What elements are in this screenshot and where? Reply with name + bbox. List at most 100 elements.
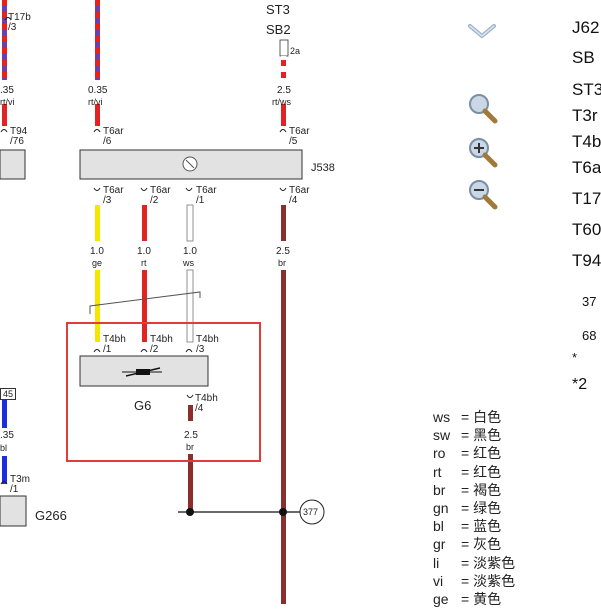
label-wsb-size: 2.5 — [277, 85, 291, 96]
label-t4bh4: T4bh — [195, 393, 218, 404]
fuse-sb2 — [279, 39, 289, 57]
sidebar-label: ST3 — [572, 80, 601, 99]
label-st3: ST3 — [266, 2, 290, 17]
label-t6ar4: T6ar — [289, 185, 310, 196]
legend-equals: = — [461, 518, 474, 535]
label-t6ar5-pin: /5 — [289, 136, 298, 147]
shield-bracket — [89, 291, 201, 314]
ground-ref-circle — [299, 499, 325, 525]
label-t94-pin: /76 — [10, 136, 24, 147]
legend-equals: = — [461, 427, 474, 444]
wire-left-blue-2 — [2, 456, 7, 484]
label-t4bh4-pin: /4 — [195, 403, 204, 414]
label-g266: G266 — [35, 508, 67, 523]
wire-rt-2 — [142, 270, 147, 342]
wire-rt — [142, 205, 147, 241]
sidebar-label: T4b — [572, 132, 601, 151]
label-t6ar2-pin: /2 — [150, 195, 159, 206]
legend-code: vi — [433, 572, 444, 589]
sidebar-number: 68 — [582, 328, 597, 343]
legend-meaning: 褐色 — [473, 481, 502, 498]
legend-meaning: 灰色 — [473, 536, 502, 553]
label-sb2-pin: 2a — [290, 46, 301, 56]
label-t6ar6-pin: /6 — [103, 136, 112, 147]
label-rt-size: 1.0 — [137, 246, 151, 257]
sidebar-number: 37 — [582, 294, 597, 309]
legend-meaning: 红色 — [473, 445, 502, 462]
label-t4bh1: T4bh — [103, 334, 126, 345]
zoom-in-icon[interactable] — [464, 134, 500, 170]
label-w1-size: 0.35 — [88, 85, 108, 96]
chevron-down-icon[interactable] — [464, 12, 500, 48]
legend-code: gr — [433, 536, 446, 553]
sidebar-label: T17 — [572, 189, 601, 208]
label-sb2: SB2 — [266, 22, 291, 37]
legend-equals: = — [461, 481, 474, 498]
label-ge-size: 1.0 — [90, 246, 104, 257]
sidebar-label: J62 — [572, 18, 600, 37]
legend-row: gr = 灰色 — [433, 534, 501, 554]
label-ws-color: ws — [183, 258, 194, 268]
zoom-icon[interactable] — [464, 90, 500, 126]
label-ws-size: 1.0 — [183, 246, 197, 257]
legend-meaning: 蓝色 — [473, 518, 502, 535]
label-bl-size: .35 — [0, 430, 14, 441]
label-t6ar4-pin: /4 — [289, 195, 298, 206]
label-left-size: .35 — [0, 85, 14, 96]
label-wsb-color: rt/ws — [272, 97, 291, 107]
label-ge-color: ge — [92, 258, 103, 268]
legend-equals: = — [461, 572, 474, 589]
label-t6ar1-pin: /1 — [196, 195, 205, 206]
legend-meaning: 红色 — [473, 463, 502, 480]
wire-ws — [186, 204, 194, 242]
wire-red-j538-6 — [95, 104, 100, 126]
legend-code: ro — [433, 445, 446, 462]
wire-g6-br — [188, 405, 193, 421]
label-w1-color: rt/vi — [88, 97, 103, 107]
label-t94: T94 — [10, 126, 28, 137]
label-rt-color: rt — [141, 258, 147, 268]
legend-equals: = — [461, 463, 474, 480]
wire-ge-2 — [95, 270, 100, 342]
label-left-color: rt/vi — [0, 97, 15, 107]
legend-equals: = — [461, 591, 474, 607]
label-t4bh2-pin: /2 — [150, 344, 159, 355]
label-br-color: br — [278, 258, 287, 268]
junction-dot-left — [186, 508, 194, 516]
label-t3m-pin: /1 — [10, 484, 19, 495]
legend-equals: = — [461, 536, 474, 553]
sidebar-label: SB — [572, 48, 595, 67]
label-t17b: T17b — [8, 12, 31, 23]
label-g6: G6 — [134, 398, 152, 413]
label-bl-color: bl — [0, 443, 8, 453]
wire-ws-2 — [186, 269, 194, 343]
legend-meaning: 黄色 — [473, 591, 502, 607]
label-t6ar1: T6ar — [196, 185, 217, 196]
label-t6ar2: T6ar — [150, 185, 171, 196]
legend-code: ge — [433, 591, 449, 607]
wire-red-j538-5 — [281, 104, 286, 126]
sidebar-label: T94 — [572, 251, 601, 270]
legend-code: rt — [433, 463, 442, 480]
legend-meaning: 淡紫色 — [473, 554, 516, 571]
legend-row: ge = 黄色 — [433, 589, 501, 609]
legend-row: sw= 黑色 — [433, 425, 501, 445]
legend-equals: = — [461, 409, 474, 425]
legend-equals: = — [461, 554, 474, 571]
legend-meaning: 黑色 — [473, 427, 502, 444]
wire-rtws-top — [281, 56, 286, 80]
legend-equals: = — [461, 500, 474, 516]
legend-meaning: 淡紫色 — [473, 572, 516, 589]
zoom-out-icon[interactable] — [464, 176, 500, 212]
connector-markers — [0, 17, 287, 485]
highlight-box — [66, 322, 261, 462]
legend-row: gn= 绿色 — [433, 498, 501, 518]
label-t4bh1-pin: /1 — [103, 344, 112, 355]
wire-ge — [95, 205, 100, 241]
wire-left-red — [2, 104, 7, 126]
legend-code: bl — [433, 518, 444, 535]
label-g6out-size: 2.5 — [184, 430, 198, 441]
wire-g6-br-2 — [188, 454, 193, 512]
legend-row: ws= 白色 — [433, 407, 501, 427]
label-t4bh3-pin: /3 — [196, 344, 205, 355]
